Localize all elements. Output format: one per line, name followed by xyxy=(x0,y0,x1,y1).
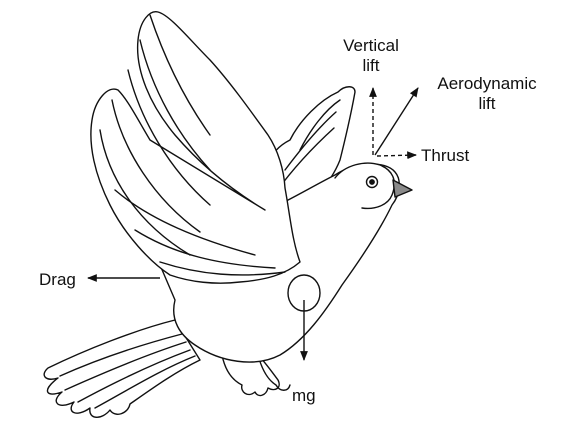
aerodynamic-lift-arrow xyxy=(375,88,418,155)
aerodynamic-lift-label: Aerodynamic lift xyxy=(437,74,536,114)
vertical-lift-label: Vertical lift xyxy=(343,36,399,76)
vertical-lift-line2: lift xyxy=(343,56,399,76)
thrust-arrow xyxy=(377,155,416,156)
vertical-lift-line1: Vertical xyxy=(343,36,399,56)
drag-label: Drag xyxy=(39,270,76,290)
near-wing xyxy=(91,12,300,283)
beak xyxy=(393,180,412,197)
aerodynamic-lift-line2: lift xyxy=(437,94,536,114)
aerodynamic-lift-line1: Aerodynamic xyxy=(437,74,536,94)
weight-label: mg xyxy=(292,386,316,406)
thrust-label: Thrust xyxy=(421,146,469,166)
tail xyxy=(44,320,200,417)
